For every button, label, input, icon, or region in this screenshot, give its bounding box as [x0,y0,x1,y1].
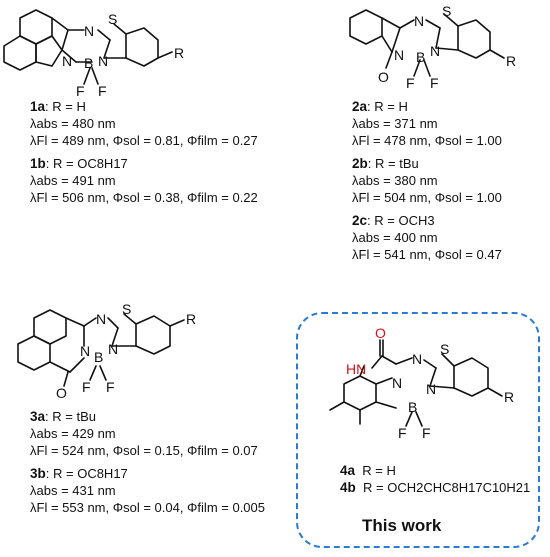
structure-4 [329,339,503,427]
atom-s1: S [108,11,117,27]
atom-n5: N [394,47,404,63]
atom-f1: F [76,83,85,99]
compound-id: 1a [30,99,46,114]
atom-f4: F [430,75,439,91]
compound-id: 4a [340,463,356,478]
atom-b3: B [94,349,103,365]
atom-f8: F [422,425,431,441]
atom-b2: B [416,49,425,65]
compound-2-block: 2a: R = H λabs = 371 nm λFl = 478 nm, Φs… [352,99,502,262]
structure-1 [3,9,173,85]
atom-f5: F [82,379,91,395]
compound-id: 3b [30,466,46,481]
atom-n3: N [98,53,108,69]
absorption: λabs = 491 nm [30,173,116,188]
fluorescence: λFl = 553 nm, Φsol = 0.04, Φfilm = 0.005 [30,500,265,515]
atom-n2: N [62,53,72,69]
absorption: λabs = 480 nm [30,116,116,131]
atom-o1: O [378,69,389,85]
structure-1-atoms: N S N B N F F R [62,11,184,99]
substituent: R = tBu [375,156,419,171]
atom-o3: O [375,325,386,341]
compound-id: 2a [352,99,368,114]
fluorescence: λFl = 506 nm, Φsol = 0.38, Φfilm = 0.22 [30,190,258,205]
substituent: R = OCH3 [374,213,435,228]
substituent: R = H [374,99,408,114]
fluorescence: λFl = 489 nm, Φsol = 0.81, Φfilm = 0.27 [30,133,258,148]
absorption: λabs = 431 nm [30,483,116,498]
compound-id: 3a [30,409,46,424]
atom-b4: B [408,399,417,415]
atom-f7: F [398,425,407,441]
atom-n4: N [414,13,424,29]
this-work-frame [296,312,540,548]
atom-r4: R [504,389,514,405]
fluorescence: λFl = 478 nm, Φsol = 1.00 [352,133,502,148]
structure-2-atoms: N S N B N O F F R [378,3,516,91]
atom-s2: S [442,3,451,19]
compound-3-block: 3a: R = tBu λabs = 429 nm λFl = 524 nm, … [30,409,265,515]
atom-n9: N [108,341,118,357]
substituent: R = OC8H17 [53,156,128,171]
absorption: λabs = 371 nm [352,116,438,131]
fluorescence: λFl = 524 nm, Φsol = 0.15, Φfilm = 0.07 [30,443,258,458]
atom-n6: N [430,43,440,59]
atom-f3: F [406,75,415,91]
atom-n8: N [80,343,90,359]
atom-r1: R [174,45,184,61]
atom-n7: N [96,311,106,327]
compound-id: 1b [30,156,46,171]
compound-id: 2c [352,213,368,228]
atom-n1: N [84,23,94,39]
atom-s3: S [122,301,131,317]
atom-f6: F [106,379,115,395]
atom-s4: S [440,341,449,357]
atom-r2: R [506,53,516,69]
atom-b1: B [84,55,93,71]
atom-o2: O [56,385,67,401]
atom-n12: N [426,381,436,397]
structure-3-atoms: N S N B N O F F R [56,301,196,401]
compound-id: 2b [352,156,368,171]
substituent: R = OC8H17 [53,466,128,481]
compound-id: 4b [340,480,356,495]
absorption: λabs = 429 nm [30,426,116,441]
structure-3 [17,309,185,387]
atom-n11: N [392,375,402,391]
structure-4-atoms: O HN N S N B N F F R [346,325,514,441]
absorption: λabs = 380 nm [352,173,438,188]
atom-hn: HN [346,361,366,377]
atom-f2: F [98,83,107,99]
compound-4-block: 4a R = H 4b R = OCH2CHC8H17C10H21 [340,462,530,496]
fluorescence: λFl = 541 nm, Φsol = 0.47 [352,247,502,262]
this-work-label: This work [362,516,442,535]
substituent: R = H [362,463,396,478]
absorption: λabs = 400 nm [352,230,438,245]
atom-r3: R [186,311,196,327]
atom-n10: N [412,351,422,367]
substituent: R = tBu [52,409,96,424]
compound-1a-block: 1a: R = H λabs = 480 nm λFl = 489 nm, Φs… [30,99,258,205]
substituent: R = OCH2CHC8H17C10H21 [363,480,531,495]
structure-2 [349,9,505,77]
fluorescence: λFl = 504 nm, Φsol = 1.00 [352,190,502,205]
substituent: R = H [52,99,86,114]
